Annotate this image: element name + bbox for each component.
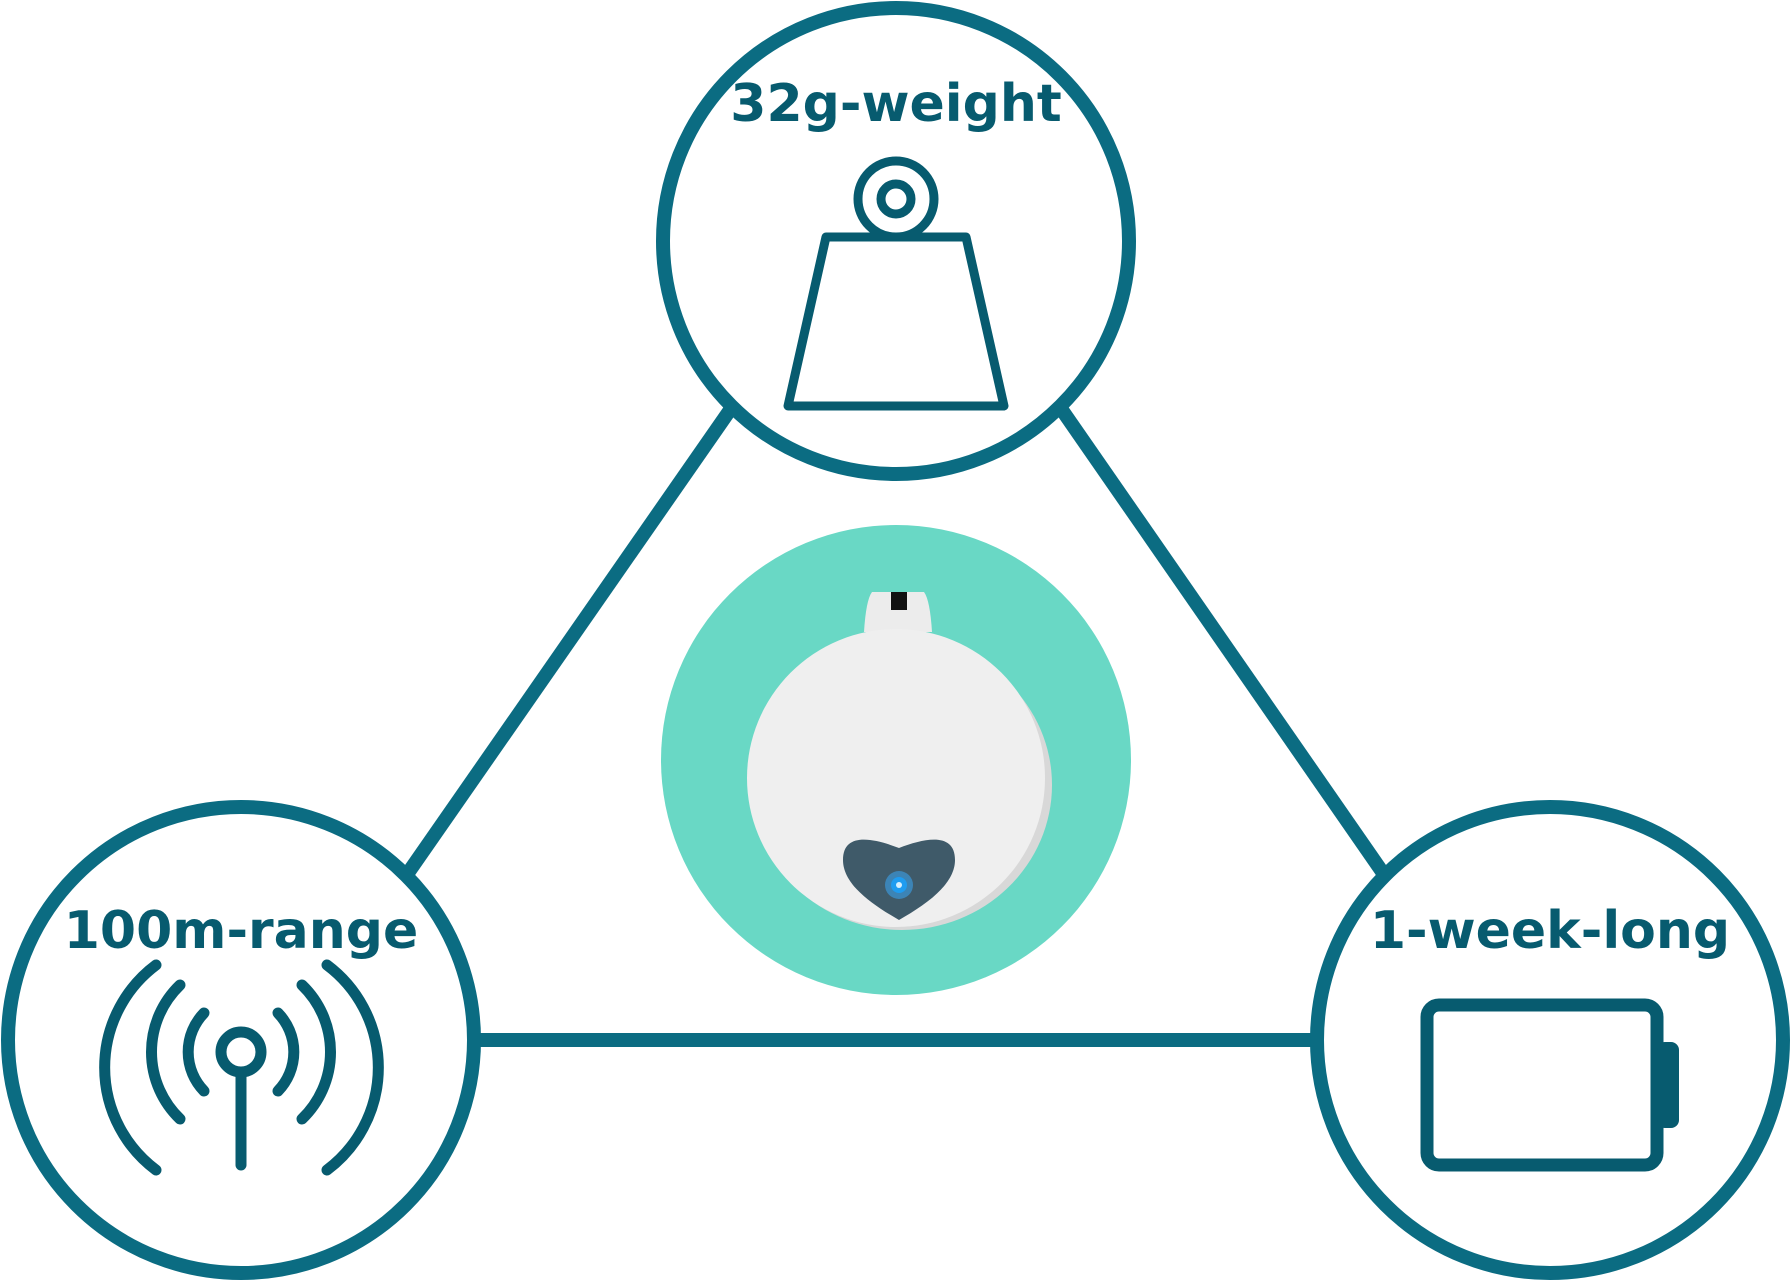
node-battery: 1-week-long	[1310, 800, 1790, 1280]
node-battery-label: 1-week-long	[1370, 901, 1730, 961]
device-loop	[864, 592, 932, 632]
device-loop-hole	[891, 592, 907, 610]
device-body	[747, 629, 1045, 927]
connector-weight-battery	[1056, 406, 1389, 877]
led-highlight	[896, 882, 902, 888]
weight-icon	[783, 156, 1009, 411]
center-device	[661, 525, 1131, 995]
node-range: 100m-range	[1, 800, 481, 1280]
connector-weight-range	[402, 406, 736, 877]
node-weight: 32g-weight	[656, 1, 1136, 481]
node-battery-ring	[1310, 800, 1790, 1280]
connector-lines	[402, 406, 1389, 1047]
node-range-ring	[1, 800, 481, 1280]
battery-icon	[1420, 998, 1679, 1172]
antenna-signal-icon	[99, 959, 384, 1176]
tracker-device-icon	[747, 592, 1052, 930]
node-range-label: 100m-range	[64, 901, 419, 961]
node-weight-label: 32g-weight	[730, 74, 1061, 134]
